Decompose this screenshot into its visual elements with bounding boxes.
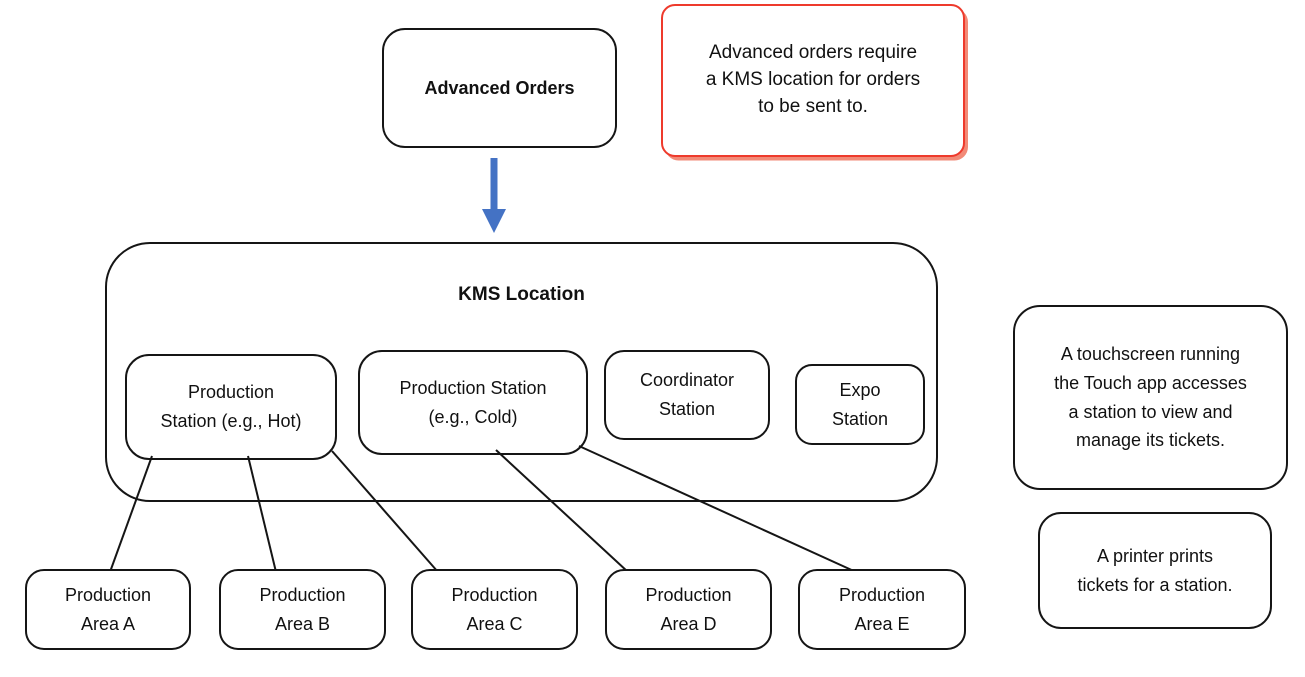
station-coordinator-box: Coordinator Station: [604, 350, 770, 440]
advanced-orders-note-callout: Advanced orders require a KMS location f…: [661, 4, 965, 157]
advanced-orders-box: Advanced Orders: [382, 28, 617, 148]
flow-arrow-head: [482, 209, 506, 233]
area-b-label: Production Area B: [259, 584, 346, 634]
printer-note-box: A printer prints tickets for a station.: [1038, 512, 1272, 629]
area-e-label: Production Area E: [838, 584, 926, 634]
advanced-orders-label: Advanced Orders: [424, 77, 575, 98]
area-a-label: Production Area A: [64, 584, 152, 634]
advanced-orders-note-text: Advanced orders require a KMS location f…: [705, 42, 921, 117]
station-hot-label: Production Station (e.g., Hot): [160, 382, 302, 431]
station-expo-label: Expo Station: [831, 379, 889, 429]
kms-location-title: KMS Location: [458, 284, 585, 305]
touchscreen-note-box: A touchscreen running the Touch app acce…: [1013, 305, 1288, 490]
station-expo-box: Expo Station: [795, 364, 925, 445]
connector-hot-area-a: [109, 455, 153, 573]
kms-location-box: KMS Location Production Station (e.g., H…: [105, 242, 938, 502]
station-cold-box: Production Station (e.g., Cold): [358, 350, 588, 455]
station-cold-label: Production Station (e.g., Cold): [399, 377, 547, 427]
area-d-label: Production Area D: [645, 584, 732, 634]
connector-cold-area-d: [495, 449, 629, 573]
flow-arrow: [482, 158, 506, 233]
area-b-box: Production Area B: [219, 569, 386, 650]
touchscreen-note-text: A touchscreen running the Touch app acce…: [1054, 343, 1247, 451]
connector-cold-area-e: [578, 445, 857, 573]
area-d-box: Production Area D: [605, 569, 772, 650]
connector-hot-area-c: [331, 450, 439, 573]
area-a-box: Production Area A: [25, 569, 191, 650]
area-c-box: Production Area C: [411, 569, 578, 650]
area-c-label: Production Area C: [451, 584, 538, 634]
station-hot-box: Production Station (e.g., Hot): [125, 354, 337, 460]
station-coordinator-label: Coordinator Station: [639, 370, 735, 419]
printer-note-text: A printer prints tickets for a station.: [1077, 545, 1233, 595]
connector-hot-area-b: [247, 455, 277, 573]
area-e-box: Production Area E: [798, 569, 966, 650]
